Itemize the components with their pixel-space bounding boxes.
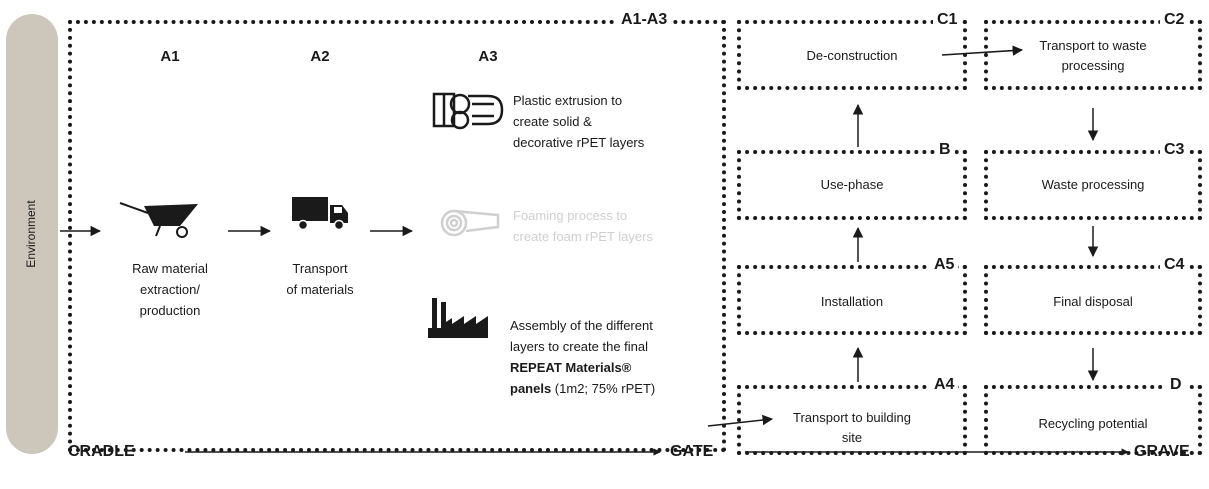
process-bold-word: panels bbox=[510, 381, 552, 396]
caption-line: extraction/ bbox=[140, 282, 200, 297]
process-line: Assembly of the different bbox=[510, 318, 653, 333]
stage-code-a1: A1 bbox=[160, 48, 180, 65]
box-text-line: processing bbox=[1061, 58, 1125, 73]
stage-box-a4 bbox=[737, 385, 967, 455]
timeline-grave: GRAVE bbox=[1134, 443, 1190, 460]
timeline-gate: GATE bbox=[670, 443, 714, 460]
stage-box-c3 bbox=[984, 150, 1202, 220]
box-text-c2: Transport to waste processing bbox=[990, 36, 1196, 76]
stage-box-c1 bbox=[737, 20, 967, 90]
process-line: panels (1m2; 75% rPET) bbox=[510, 378, 720, 399]
arrow-c1-to-c2 bbox=[941, 45, 1024, 56]
process-detail: (1m2; 75% rPET) bbox=[551, 381, 656, 396]
box-text-d: Recycling potential bbox=[1038, 416, 1148, 431]
box-text-line: site bbox=[841, 430, 863, 445]
process-extrusion-text: Plastic extrusion to create solid & deco… bbox=[513, 90, 713, 153]
box-text-c3: Waste processing bbox=[1041, 177, 1145, 192]
box-code-b: B bbox=[935, 141, 955, 159]
stage-box-a5 bbox=[737, 265, 967, 335]
environment-bar bbox=[6, 14, 58, 454]
box-text-line: Transport to waste bbox=[1039, 38, 1147, 53]
caption-line: Raw material bbox=[132, 261, 208, 276]
foam-roll-icon bbox=[440, 209, 500, 237]
stage-box-d bbox=[984, 385, 1202, 455]
timeline-cradle: CRADLE bbox=[68, 443, 135, 460]
box-text-a4: Transport to building site bbox=[741, 408, 963, 448]
process-line: Plastic extrusion to bbox=[513, 93, 623, 108]
process-line-bold: REPEAT Materials® bbox=[510, 360, 632, 375]
process-line: create foam rPET layers bbox=[513, 229, 653, 244]
box-text-c1: De-construction bbox=[806, 48, 898, 63]
wheelbarrow-icon bbox=[119, 202, 198, 238]
box-text-line: Transport to building bbox=[792, 410, 912, 425]
caption-line: Transport bbox=[292, 261, 348, 276]
process-line: Foaming process to bbox=[513, 208, 628, 223]
stage-box-c4 bbox=[984, 265, 1202, 335]
stage-box-b bbox=[737, 150, 967, 220]
box-code-a5: A5 bbox=[930, 256, 959, 274]
truck-icon bbox=[292, 197, 348, 231]
stage-code-a3: A3 bbox=[478, 48, 498, 65]
box-code-a4: A4 bbox=[930, 376, 959, 394]
factory-icon bbox=[428, 298, 488, 338]
caption-line: of materials bbox=[286, 282, 354, 297]
stage-code-a2: A2 bbox=[310, 48, 330, 65]
box-code-c1: C1 bbox=[933, 11, 962, 29]
scope-label: A1-A3 bbox=[617, 11, 672, 29]
process-line: decorative rPET layers bbox=[513, 135, 645, 150]
extrusion-machine-icon bbox=[432, 92, 504, 130]
box-text-a5: Installation bbox=[820, 294, 884, 309]
box-code-c2: C2 bbox=[1160, 11, 1189, 29]
production-frame bbox=[68, 20, 726, 452]
box-code-d: D bbox=[1166, 376, 1186, 394]
process-line: layers to create the final bbox=[510, 339, 649, 354]
arrow-into-a4 bbox=[707, 414, 774, 427]
box-code-c3: C3 bbox=[1160, 141, 1189, 159]
process-foaming-text: Foaming process to create foam rPET laye… bbox=[513, 205, 713, 247]
box-code-c4: C4 bbox=[1160, 256, 1189, 274]
box-text-b: Use-phase bbox=[820, 177, 884, 192]
stage-caption-a1: Raw material extraction/ production bbox=[100, 258, 240, 321]
process-line: create solid & bbox=[513, 114, 592, 129]
caption-line: production bbox=[139, 303, 201, 318]
process-assembly-text: Assembly of the different layers to crea… bbox=[510, 315, 720, 399]
box-text-c4: Final disposal bbox=[1053, 294, 1133, 309]
stage-box-c2 bbox=[984, 20, 1202, 90]
stage-caption-a2: Transport of materials bbox=[255, 258, 385, 300]
